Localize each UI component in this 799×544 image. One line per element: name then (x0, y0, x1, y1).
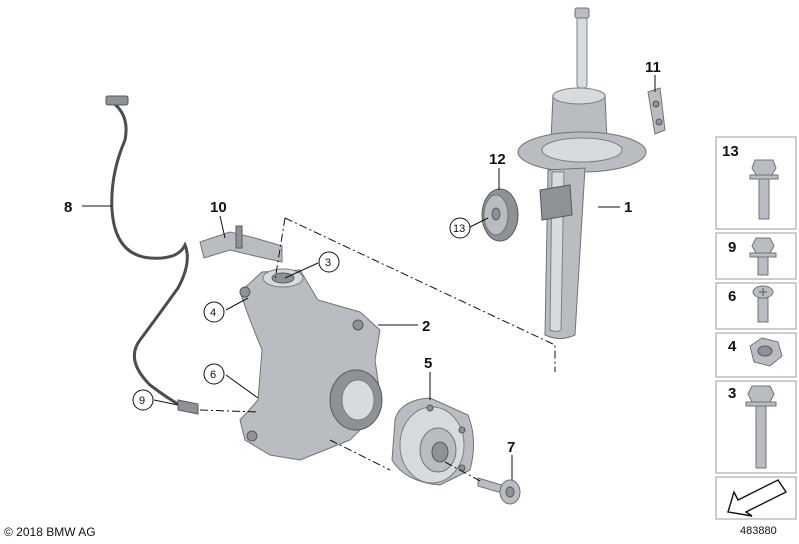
legend-label-9: 9 (728, 239, 736, 256)
callout-2: 2 (422, 318, 430, 335)
circled-callout-4-ring (203, 301, 225, 323)
image-number: 483880 (740, 525, 777, 537)
assembly-line-sensor (199, 409, 259, 413)
circled-callout-6-ring (203, 363, 225, 385)
long-bolt-icon (749, 159, 779, 220)
hex-flange-screw-icon (749, 237, 777, 276)
cable-bracket-10 (199, 225, 283, 263)
callout-3: 3 (325, 257, 331, 269)
bracket-11 (647, 87, 666, 135)
callout-8: 8 (64, 199, 72, 216)
callout-7: 7 (507, 439, 515, 456)
legend-box-13 (715, 136, 797, 230)
legend-label-4: 4 (728, 338, 737, 355)
long-hex-bolt-icon (745, 385, 777, 469)
callout-9: 9 (139, 395, 145, 407)
torx-screw-icon (752, 285, 774, 323)
direction-arrow-icon (727, 479, 788, 517)
legend-label-13: 13 (722, 143, 739, 160)
callout-11: 11 (645, 59, 661, 76)
assembly-line-bolt (444, 461, 483, 483)
copyright-notice: © 2018 BMW AG (4, 525, 96, 539)
assembly-line-strut (274, 217, 556, 372)
callout-12: 12 (489, 151, 506, 168)
rubber-bushing-12 (481, 188, 519, 242)
callout-13: 13 (453, 223, 465, 235)
shock-absorber-strut (517, 7, 647, 339)
legend-label-6: 6 (728, 288, 736, 305)
leader-6 (225, 374, 259, 399)
callout-6: 6 (210, 369, 216, 381)
fastener-legend: 13 9 6 4 3 (715, 136, 797, 520)
circled-callout-9-ring (132, 389, 154, 411)
circled-callout-3-ring (318, 251, 340, 273)
leader-9 (153, 399, 179, 406)
leader-10 (219, 215, 226, 239)
callout-1: 1 (624, 199, 632, 216)
assembly-line-hub (329, 439, 391, 471)
callout-5: 5 (424, 355, 432, 372)
leader-13 (469, 217, 489, 228)
legend-label-3: 3 (728, 385, 736, 402)
leader-3 (284, 262, 319, 279)
wheel-hub-bearing-5 (391, 397, 474, 486)
circled-callout-13-ring (449, 217, 471, 239)
wheel-speed-sensor-cable (105, 95, 199, 415)
wheel-carrier-2 (239, 268, 383, 461)
callout-4: 4 (210, 307, 216, 319)
hex-nut-icon (749, 337, 783, 367)
collar-screw-7 (477, 477, 521, 505)
leader-4 (225, 297, 249, 311)
callout-10: 10 (210, 199, 227, 216)
